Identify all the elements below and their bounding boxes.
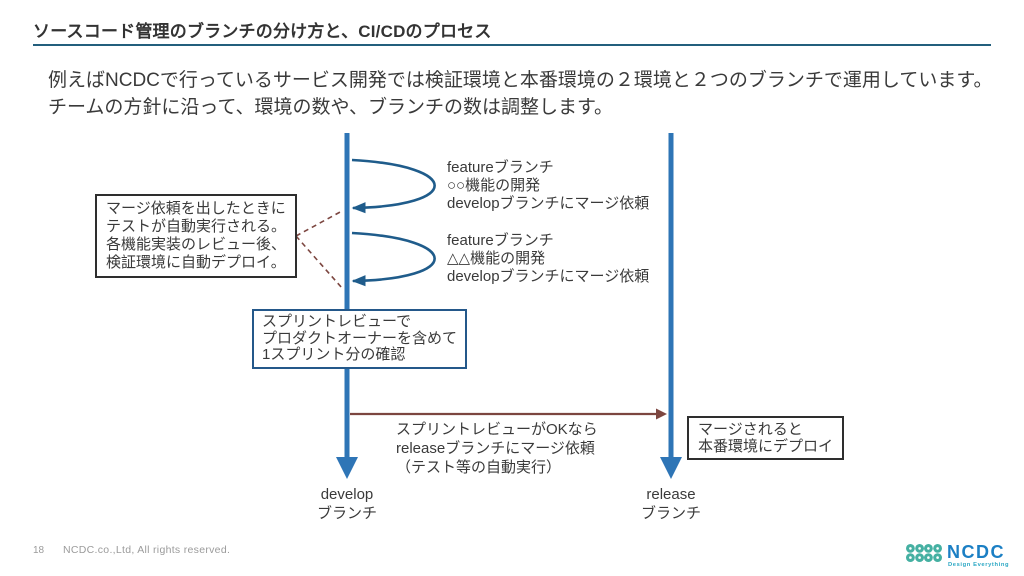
- page-number: 18: [33, 545, 45, 556]
- feature-branch-note-1: featureブランチ ○○機能の開発 developブランチにマージ依頼: [447, 159, 649, 213]
- clover-icon: [906, 544, 942, 562]
- feature-note-line: featureブランチ: [447, 159, 554, 176]
- deploy-note-box: マージされると 本番環境にデプロイ: [687, 416, 845, 460]
- develop-label-line: develop: [320, 486, 374, 503]
- intro-line-2: チームの方針に沿って、環境の数や、ブランチの数は調整します。: [48, 97, 614, 118]
- develop-label-line: ブランチ: [316, 505, 377, 522]
- release-label-line: release: [646, 486, 696, 503]
- title-underline: [33, 44, 991, 46]
- feature-note-line: developブランチにマージ依頼: [447, 268, 650, 285]
- ncdc-logo: NCDC Design Everything: [906, 542, 1009, 568]
- intro-line-1: 例えばNCDCで行っているサービス開発では検証環境と本番環境の２環境と２つのブラ…: [48, 70, 993, 91]
- sprint-review-line: 1スプリント分の確認: [262, 346, 406, 363]
- logo-tagline: Design Everything: [948, 562, 1009, 568]
- release-arrowhead-icon: [660, 457, 682, 479]
- sprint-review-line: プロダクトオーナーを含めて: [262, 329, 458, 347]
- logo-wordmark: NCDC: [947, 542, 1005, 562]
- feature-branch-curve-2: [351, 231, 436, 287]
- merge-release-line: （テスト等の自動実行）: [396, 459, 562, 476]
- deploy-note-line: 本番環境にデプロイ: [698, 438, 834, 455]
- copyright-text: NCDC.co.,Ltd, All rights reserved.: [63, 544, 231, 556]
- merge-release-note: スプリントレビューがOKなら releaseブランチにマージ依頼 （テスト等の自…: [396, 420, 598, 477]
- deploy-note-line: マージされると: [698, 421, 803, 438]
- auto-test-note-line: 検証環境に自動デプロイ。: [106, 254, 286, 271]
- page-title: ソースコード管理のブランチの分け方と、CI/CDのプロセス: [33, 22, 492, 41]
- auto-test-note-line: テストが自動実行される。: [106, 218, 287, 235]
- feature-branch-curve-1: [351, 158, 436, 214]
- dashed-connector-upper: [295, 210, 343, 237]
- develop-branch-label: develop ブランチ: [287, 485, 407, 523]
- sprint-review-line: スプリントレビューで: [262, 313, 412, 330]
- merge-arrowhead-icon: [656, 408, 667, 420]
- auto-test-note-line: 各機能実装のレビュー後、: [106, 236, 287, 253]
- release-branch-label: release ブランチ: [611, 485, 731, 523]
- intro-paragraph: 例えばNCDCで行っているサービス開発では検証環境と本番環境の２環境と２つのブラ…: [48, 67, 998, 121]
- dashed-connector-lower: [295, 235, 343, 289]
- release-label-line: ブランチ: [640, 505, 701, 522]
- feature-branch-note-2: featureブランチ △△機能の開発 developブランチにマージ依頼: [447, 232, 649, 286]
- feature-note-line: developブランチにマージ依頼: [447, 195, 650, 212]
- develop-arrowhead-icon: [336, 457, 358, 479]
- auto-test-note-line: マージ依頼を出したときに: [106, 200, 286, 217]
- merge-release-line: releaseブランチにマージ依頼: [396, 440, 595, 457]
- feature-note-line: △△機能の開発: [447, 250, 546, 267]
- merge-release-line: スプリントレビューがOKなら: [396, 421, 598, 438]
- feature-note-line: featureブランチ: [447, 232, 554, 249]
- auto-test-note-box: マージ依頼を出したときに テストが自動実行される。 各機能実装のレビュー後、 検…: [95, 194, 298, 278]
- feature-note-line: ○○機能の開発: [447, 177, 541, 194]
- sprint-review-box: スプリントレビューで プロダクトオーナーを含めて 1スプリント分の確認: [252, 309, 468, 369]
